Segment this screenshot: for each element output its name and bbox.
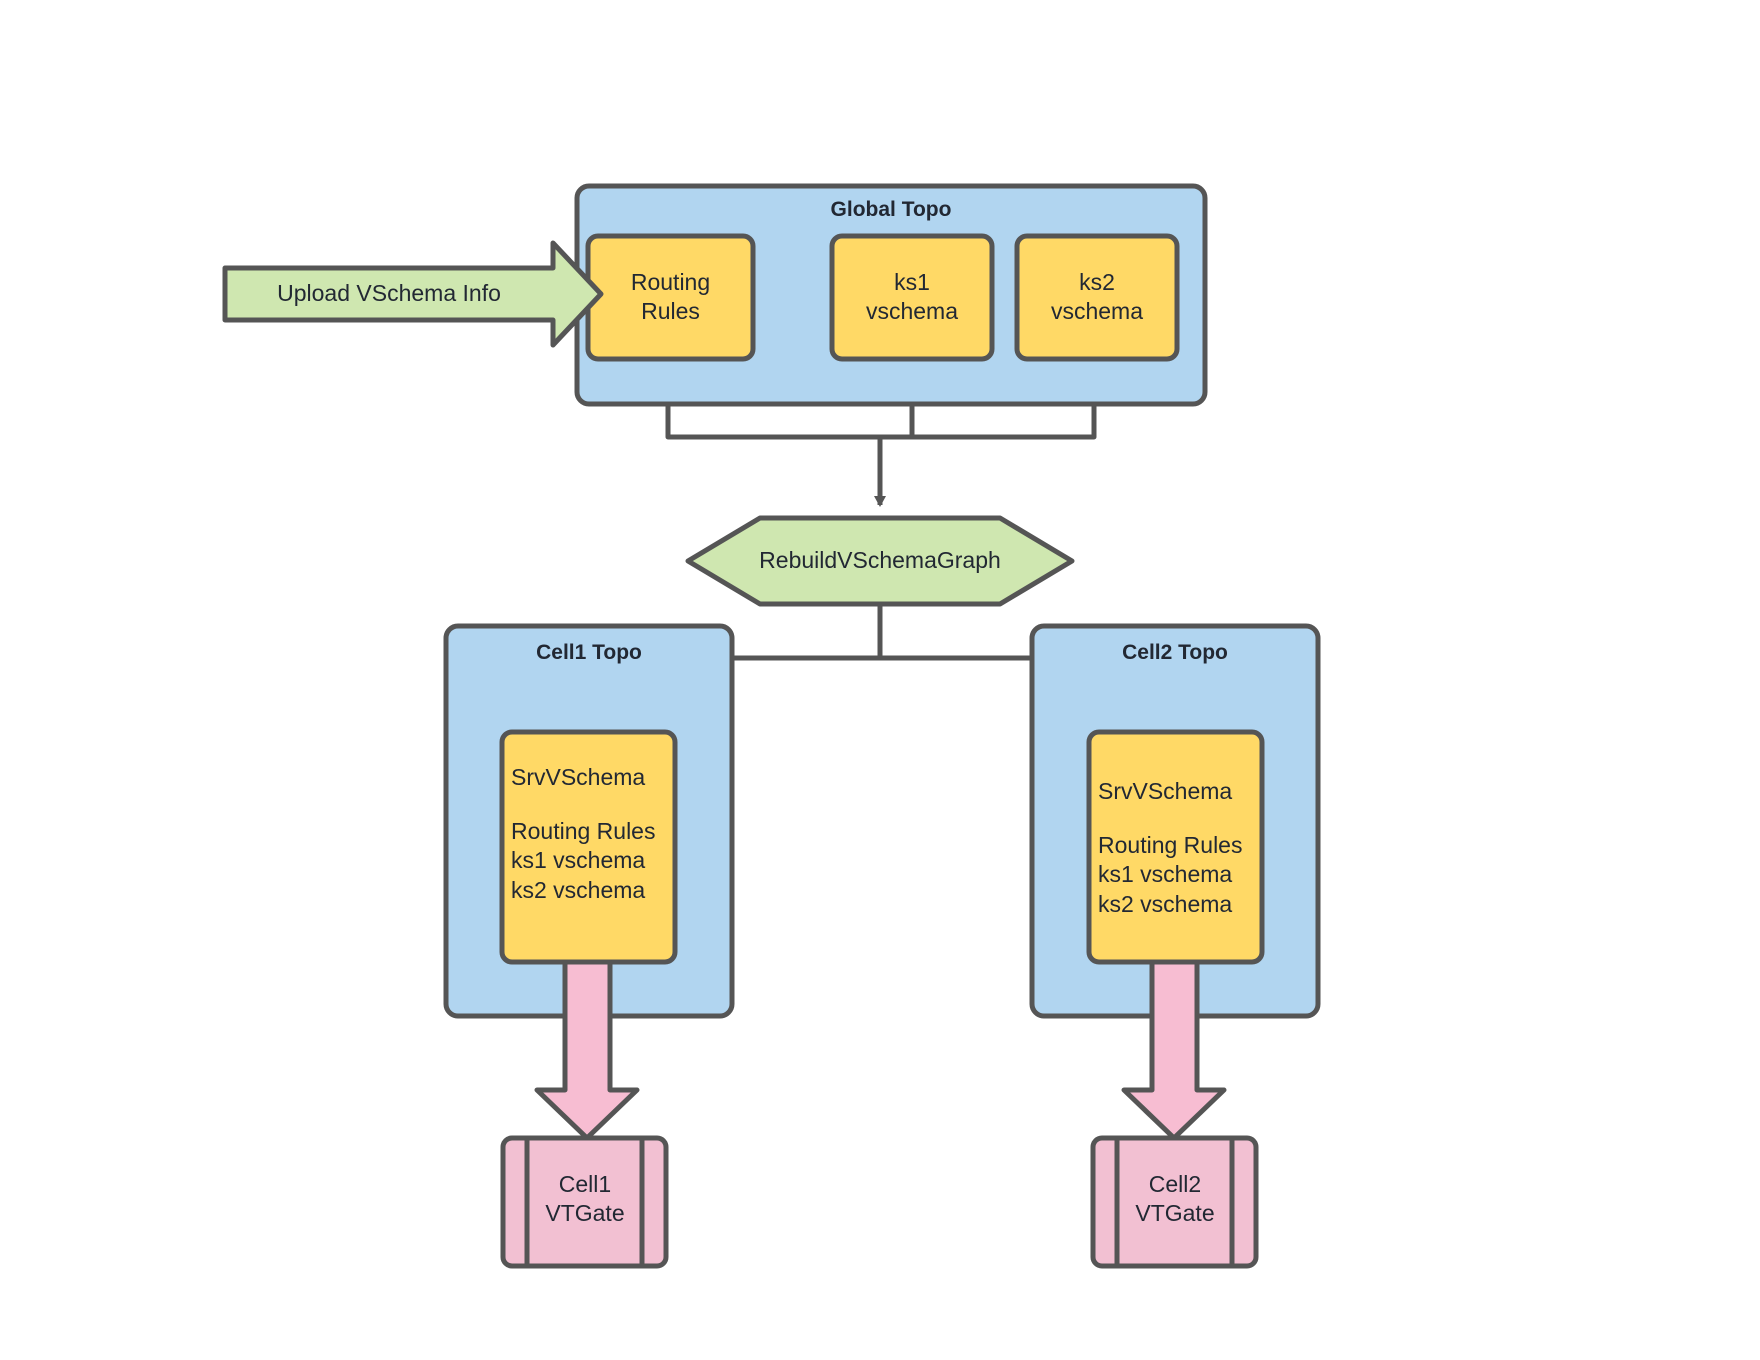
upload-vschema-arrow-shape[interactable] bbox=[222, 240, 604, 348]
node-ks2-vschema[interactable] bbox=[1014, 233, 1180, 362]
cell2-srvvschema-box[interactable] bbox=[1086, 729, 1265, 965]
node-ks1-vschema[interactable] bbox=[829, 233, 995, 362]
node-routing-rules[interactable] bbox=[585, 233, 756, 362]
rebuild-vschema-graph-shape[interactable] bbox=[685, 515, 1075, 607]
cell1-pink-arrow bbox=[534, 959, 640, 1141]
cell1-vtgate-box[interactable] bbox=[500, 1135, 669, 1269]
cell2-vtgate-box[interactable] bbox=[1090, 1135, 1259, 1269]
cell2-pink-arrow bbox=[1121, 959, 1227, 1141]
cell1-srvvschema-box[interactable] bbox=[499, 729, 678, 965]
